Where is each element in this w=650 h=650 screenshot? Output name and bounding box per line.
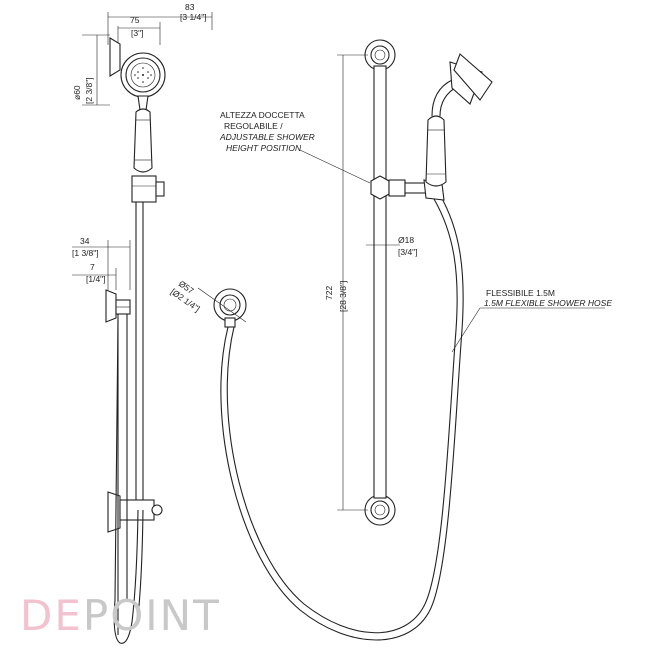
front-view: 722 [28 3/8"] Ø18 [3/4"] ALTEZZA DOCCETT…: [219, 39, 612, 526]
note-height-en-1: ADJUSTABLE SHOWER: [219, 132, 315, 142]
wall-outlet-and-hose: Ø57 [Ø2 1/4"]: [169, 194, 464, 641]
note-height-it-2: REGOLABILE /: [224, 121, 283, 131]
dim-18: Ø18: [398, 235, 414, 245]
dim-34-in: [1 3/8"]: [72, 248, 99, 258]
shower-head-nozzles: [134, 67, 152, 83]
dim-34: 34: [80, 236, 90, 246]
dim-722: 722: [324, 286, 334, 300]
dim-722-in: [28 3/8"]: [338, 281, 348, 312]
svg-text:DEPOINT: DEPOINT: [20, 591, 221, 640]
logo-part2: POINT: [83, 591, 221, 640]
dim-83: 83: [185, 2, 195, 12]
dim-18-in: [3/4"]: [398, 247, 418, 257]
note-height-en-2: HEIGHT POSITION: [226, 143, 302, 153]
note-hose-it: FLESSIBILE 1.5M: [486, 288, 555, 298]
dim-83-in: [3 1/4"]: [180, 12, 207, 22]
dim-7: 7: [90, 262, 95, 272]
logo-part1: DE: [20, 591, 83, 640]
note-hose-en: 1.5M FLEXIBLE SHOWER HOSE: [484, 298, 612, 308]
logo: DEPOINT: [20, 591, 221, 640]
dim-7-in: [1/4"]: [86, 274, 106, 284]
side-view: 83 [3 1/4"] 75 [3"] ø60 [2 3/8"]: [72, 2, 213, 644]
dim-75: 75: [130, 15, 140, 25]
note-height-it-1: ALTEZZA DOCCETTA: [220, 110, 305, 120]
flexible-hose: [220, 194, 464, 641]
dim-75-in: [3"]: [131, 28, 143, 38]
dim-60: ø60: [72, 85, 82, 100]
dim-60-in: [2 3/8"]: [84, 77, 94, 104]
